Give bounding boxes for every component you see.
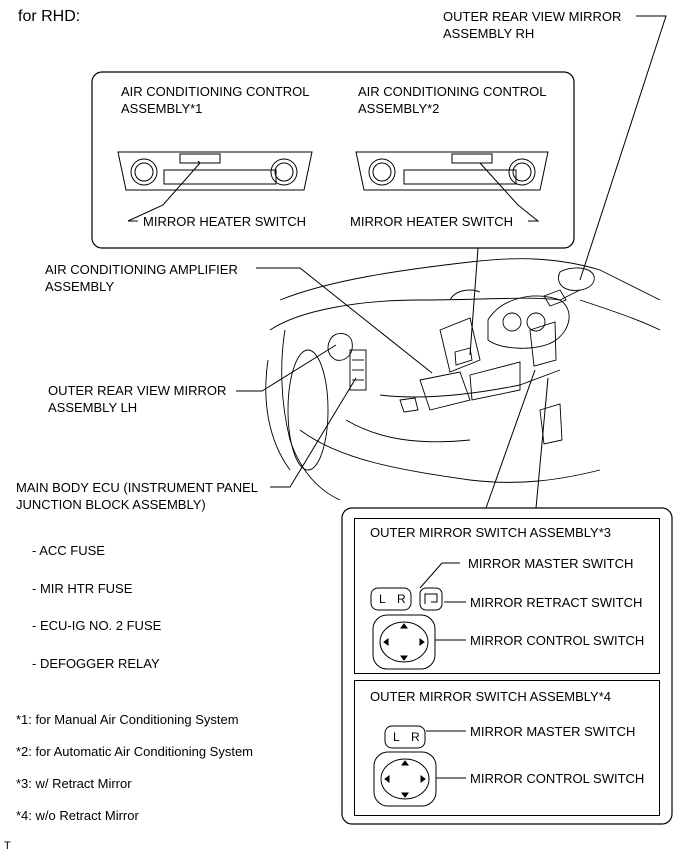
- control-switch-4: [373, 751, 437, 807]
- ac-control-panel-1: [117, 151, 313, 222]
- footnote: *2: for Automatic Air Conditioning Syste…: [16, 744, 254, 759]
- label-ac-control-2-line2: ASSEMBLY*2: [358, 101, 440, 116]
- label-main-body-ecu-line2: JUNCTION BLOCK ASSEMBLY): [16, 497, 206, 512]
- label-outer-mirror-lh-line2: ASSEMBLY LH: [48, 400, 138, 415]
- footnote: *4: w/o Retract Mirror: [16, 808, 139, 823]
- corner-mark: T: [4, 840, 11, 852]
- page-title: for RHD:: [18, 8, 81, 25]
- switch-box-4-master-label: MIRROR MASTER SWITCH: [470, 724, 636, 739]
- label-ac-control-1-line1: AIR CONDITIONING CONTROL: [121, 84, 310, 99]
- master-switch-3-r-key: R: [397, 592, 406, 606]
- leader-ac-box: [469, 247, 479, 356]
- switch-box-3-title: OUTER MIRROR SWITCH ASSEMBLY*3: [370, 525, 612, 540]
- switch-box-4: [354, 680, 660, 816]
- ac-control-panel-2: [355, 151, 549, 222]
- switch-panel-outer: [341, 507, 673, 825]
- label-ac-control-2-line1: AIR CONDITIONING CONTROL: [358, 84, 547, 99]
- label-outer-mirror-lh: OUTER REAR VIEW MIRROR ASSEMBLY LH: [48, 382, 226, 416]
- label-ac-amplifier-line2: ASSEMBLY: [45, 279, 115, 294]
- master-switch-3-l-key: L: [379, 592, 386, 606]
- master-switch-4-r-key: R: [411, 730, 420, 744]
- fuse-item: - DEFOGGER RELAY: [32, 656, 160, 671]
- retract-switch-3: [419, 587, 443, 611]
- ac-control-callout-box: [91, 71, 575, 249]
- label-main-body-ecu-line1: MAIN BODY ECU (INSTRUMENT PANEL: [16, 480, 258, 495]
- label-ac-control-2: AIR CONDITIONING CONTROL ASSEMBLY*2: [358, 83, 547, 117]
- car-interior-sketch: [265, 258, 661, 501]
- label-main-body-ecu: MAIN BODY ECU (INSTRUMENT PANEL JUNCTION…: [16, 479, 258, 513]
- footnote: *1: for Manual Air Conditioning System: [16, 712, 239, 727]
- master-switch-3: [370, 587, 412, 611]
- footnote: *3: w/ Retract Mirror: [16, 776, 132, 791]
- label-outer-mirror-rh-line2: ASSEMBLY RH: [443, 26, 535, 41]
- label-mirror-heater-switch-1: MIRROR HEATER SWITCH: [143, 214, 306, 229]
- leader-ac-amplifier: [256, 267, 433, 374]
- switch-box-3-control-label: MIRROR CONTROL SWITCH: [470, 633, 645, 648]
- switch-box-3-master-label: MIRROR MASTER SWITCH: [468, 556, 634, 571]
- control-switch-3: [372, 614, 436, 670]
- label-outer-mirror-rh: OUTER REAR VIEW MIRROR ASSEMBLY RH: [443, 8, 621, 42]
- leader-switch-box-a: [485, 369, 536, 509]
- label-ac-amplifier-line1: AIR CONDITIONING AMPLIFIER: [45, 262, 238, 277]
- label-outer-mirror-rh-line1: OUTER REAR VIEW MIRROR: [443, 9, 622, 24]
- label-ac-control-1-line2: ASSEMBLY*1: [121, 101, 203, 116]
- master-switch-4: [384, 725, 426, 749]
- label-ac-amplifier: AIR CONDITIONING AMPLIFIER ASSEMBLY: [45, 261, 238, 295]
- label-outer-mirror-lh-line1: OUTER REAR VIEW MIRROR: [48, 383, 227, 398]
- switch-box-4-control-label: MIRROR CONTROL SWITCH: [470, 771, 645, 786]
- leader-outer-mirror-lh: [236, 344, 337, 392]
- leader-main-body-ecu: [270, 377, 357, 488]
- switch-box-4-title: OUTER MIRROR SWITCH ASSEMBLY*4: [370, 689, 612, 704]
- leader-switch-box-b: [535, 377, 549, 509]
- label-mirror-heater-switch-2: MIRROR HEATER SWITCH: [350, 214, 513, 229]
- leader-outer-mirror-rh: [579, 15, 667, 281]
- fuse-item: - MIR HTR FUSE: [32, 581, 133, 596]
- switch-box-3: [354, 518, 660, 674]
- label-ac-control-1: AIR CONDITIONING CONTROL ASSEMBLY*1: [121, 83, 310, 117]
- master-switch-4-l-key: L: [393, 730, 400, 744]
- switch-box-3-retract-label: MIRROR RETRACT SWITCH: [470, 595, 643, 610]
- fuse-item: - ECU-IG NO. 2 FUSE: [32, 618, 162, 633]
- fuse-item: - ACC FUSE: [32, 543, 105, 558]
